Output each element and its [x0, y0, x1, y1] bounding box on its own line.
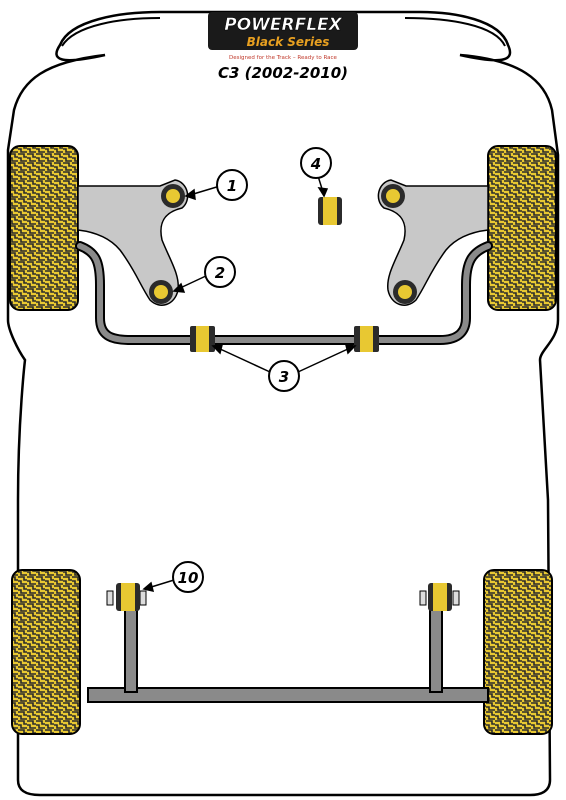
front-left-tyre [9, 145, 79, 311]
svg-text:2: 2 [215, 264, 225, 282]
bush-2-left [149, 280, 173, 304]
callout-2: 2 [204, 256, 236, 288]
svg-text:4: 4 [310, 155, 321, 173]
svg-text:3: 3 [279, 368, 289, 386]
front-right-wishbone [377, 179, 489, 306]
svg-text:10: 10 [178, 569, 199, 587]
svg-text:POWERFLEX: POWERFLEX [224, 15, 342, 35]
car-body-outline [6, 10, 560, 797]
bush-1-right [381, 184, 405, 208]
front-right-tyre [487, 145, 557, 311]
callout-10: 10 [172, 561, 204, 593]
rear-left-arm [124, 599, 138, 693]
rear-bush-right [419, 583, 460, 611]
bush-2-right [393, 280, 417, 304]
rear-beam [87, 687, 489, 703]
callout-3: 3 [268, 360, 300, 392]
model-title: C3 (2002-2010) [218, 64, 348, 82]
callout-4: 4 [300, 147, 332, 179]
svg-text:1: 1 [227, 177, 237, 195]
powerflex-logo: POWERFLEX Black Series Designed for the … [208, 12, 358, 61]
rear-bush-left [106, 583, 147, 611]
svg-text:Black Series: Black Series [247, 35, 330, 49]
bush-1-left [161, 184, 185, 208]
callout-1: 1 [216, 169, 248, 201]
anti-roll-bar-bush-right [354, 326, 379, 352]
rear-right-arm [429, 599, 443, 693]
svg-text:Designed for the Track – Ready: Designed for the Track – Ready to Race [229, 55, 338, 61]
anti-roll-bar-bush-left [190, 326, 215, 352]
rear-right-tyre [483, 569, 553, 735]
engine-mount-bush [318, 197, 342, 225]
leader-lines [142, 175, 357, 592]
rear-left-tyre [11, 569, 81, 735]
windscreen-line [61, 17, 506, 47]
